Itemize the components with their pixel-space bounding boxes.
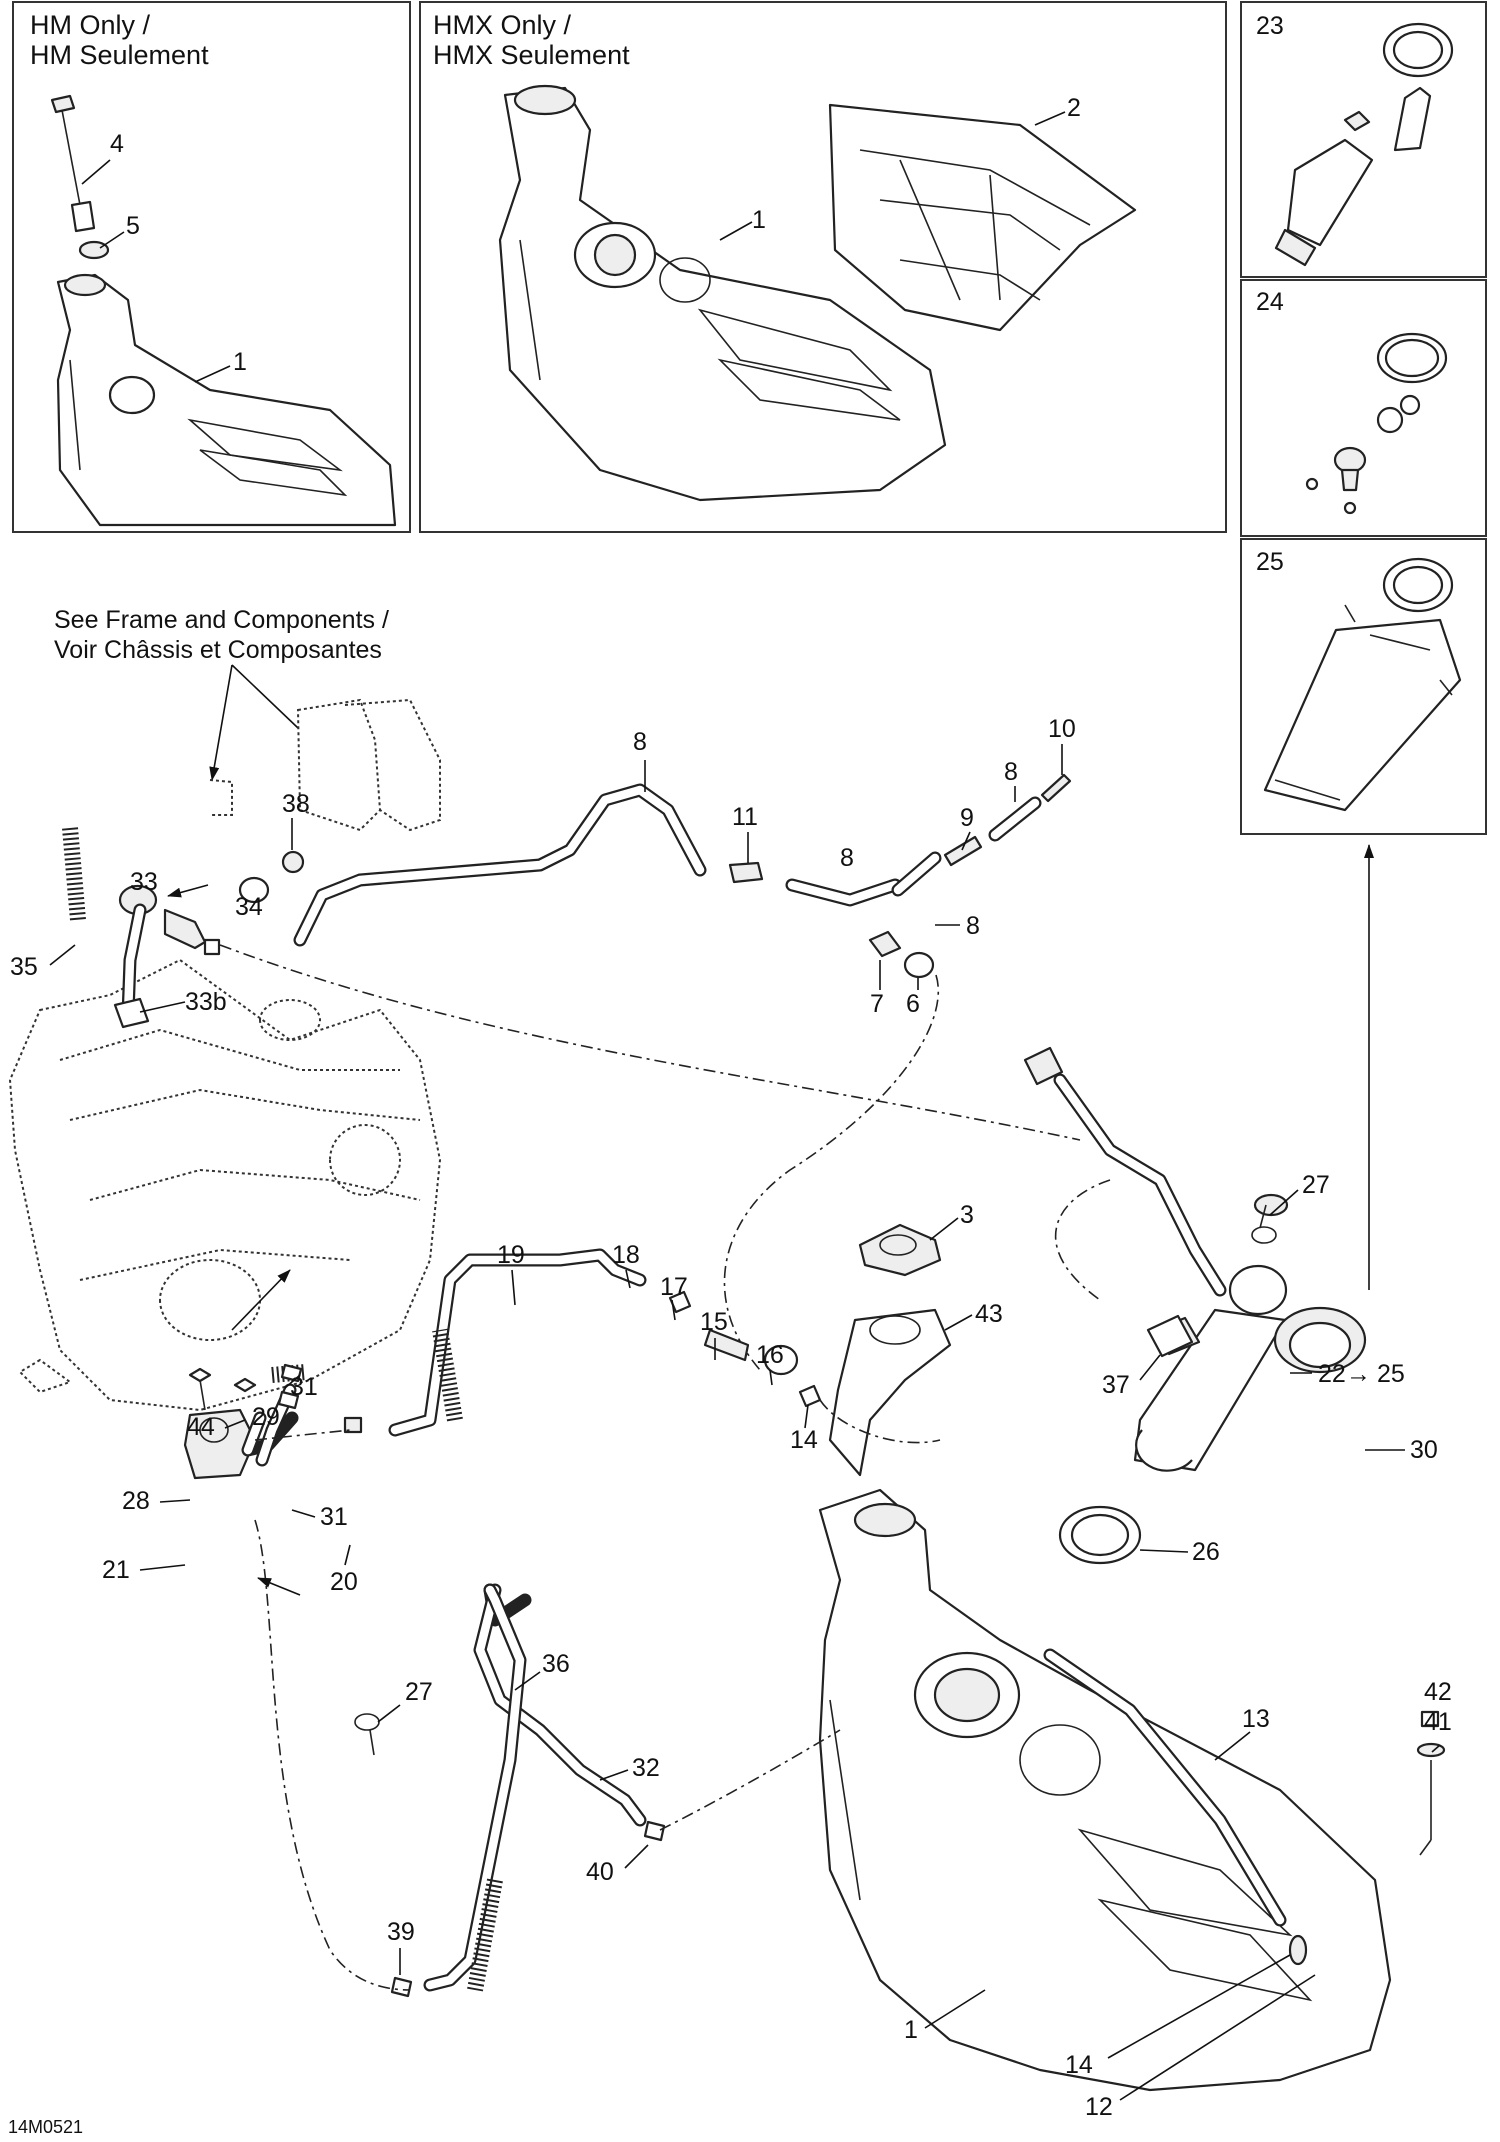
fuel-tank-hm	[56, 273, 397, 527]
callout-19: 19	[497, 1241, 525, 1269]
callout-30: 30	[1410, 1436, 1438, 1464]
panel-kit-24: 24	[1240, 279, 1487, 537]
callout-8-lower: 8	[966, 912, 980, 940]
callout-5: 5	[126, 212, 140, 240]
callout-14-lower: 14	[1065, 2051, 1093, 2079]
fuel-supply-hoses	[183, 1204, 1277, 1998]
kit-25-label: 25	[1256, 548, 1284, 576]
callout-6: 6	[906, 990, 920, 1018]
callout-22-target: 25	[1377, 1360, 1405, 1388]
callout-21: 21	[102, 1556, 130, 1584]
callout-26: 26	[1192, 1538, 1220, 1566]
hm-title-line2: HM Seulement	[30, 40, 209, 70]
callout-22: 22	[1318, 1360, 1346, 1388]
fuel-tank-main	[818, 1488, 1392, 2092]
callout-42: 42	[1424, 1678, 1452, 1706]
callout-35: 35	[10, 953, 38, 981]
hmx-title-line1: HMX Only /	[433, 10, 572, 40]
kit-24-label: 24	[1256, 288, 1284, 316]
callout-37: 37	[1102, 1371, 1130, 1399]
callout-39: 39	[387, 1918, 415, 1946]
panel-hmx-only: HMX Only / HMX Seulement 2 1	[419, 1, 1227, 533]
callout-8-right: 8	[1004, 758, 1018, 786]
callout-3: 3	[960, 1201, 974, 1229]
callout-1-main: 1	[904, 2016, 918, 2044]
frame-bracket	[209, 698, 441, 832]
nut-42	[1420, 1710, 1440, 1728]
vent-hose-assembly	[62, 773, 1072, 1029]
callout-38: 38	[282, 790, 310, 818]
callout-44: 44	[187, 1413, 215, 1441]
callout-29: 29	[252, 1403, 280, 1431]
fuel-gauge-dipstick	[50, 94, 96, 233]
callout-2: 2	[1067, 94, 1081, 122]
tank-protector	[828, 103, 1137, 332]
note-frame-line1: See Frame and Components /	[54, 606, 389, 634]
callout-31-lower: 31	[320, 1503, 348, 1531]
callout-7: 7	[870, 990, 884, 1018]
callout-22-arrow: →	[1346, 1360, 1371, 1388]
panel-hm-only: HM Only / HM Seulement 4 5 1	[12, 1, 411, 533]
callout-27-lower: 27	[405, 1678, 433, 1706]
panel-kit-25: 25	[1240, 538, 1487, 835]
callout-32: 32	[632, 1754, 660, 1782]
callout-20: 20	[330, 1568, 358, 1596]
dipstick-grommet	[78, 240, 110, 260]
callout-17: 17	[660, 1273, 688, 1301]
callout-8-mid: 8	[840, 844, 854, 872]
callout-33b: 33b	[185, 988, 227, 1016]
callout-40: 40	[586, 1858, 614, 1886]
callout-43: 43	[975, 1300, 1003, 1328]
callout-1-hm: 1	[233, 348, 247, 376]
panel-kit-23: 23	[1240, 1, 1487, 278]
callout-1-hmx: 1	[752, 206, 766, 234]
engine-reference	[8, 958, 442, 1412]
diagram-code: 14M0521	[8, 2117, 83, 2137]
callout-labels: 38 33 34 35 33b 8 11 8 9 8 10 8 7 6 27 3…	[10, 715, 1452, 2121]
callout-11: 11	[732, 803, 758, 831]
callout-10: 10	[1048, 715, 1076, 743]
kit-23-label: 23	[1256, 12, 1284, 40]
hm-title-line1: HM Only /	[30, 10, 151, 40]
callout-28: 28	[122, 1487, 150, 1515]
note-frame-line2: Voir Châssis et Composantes	[54, 636, 382, 664]
callout-34: 34	[235, 893, 263, 921]
callout-27-top: 27	[1302, 1171, 1330, 1199]
callout-4: 4	[110, 130, 124, 158]
callout-31-top: 31	[290, 1373, 318, 1401]
callout-14-top: 14	[790, 1426, 818, 1454]
callout-9: 9	[960, 804, 974, 832]
callout-12: 12	[1085, 2093, 1113, 2121]
callout-41: 41	[1424, 1708, 1452, 1736]
fuel-tank-hmx	[498, 84, 947, 502]
callout-33: 33	[130, 868, 158, 896]
fuel-pump-module	[1023, 1046, 1367, 1565]
callout-18: 18	[612, 1241, 640, 1269]
callout-8-top: 8	[633, 728, 647, 756]
fuel-cap	[858, 1223, 942, 1277]
callout-15: 15	[700, 1308, 728, 1336]
callout-13: 13	[1242, 1705, 1270, 1733]
filler-neck-guard	[828, 1308, 952, 1477]
hmx-title-line2: HMX Seulement	[433, 40, 630, 70]
callout-36: 36	[542, 1650, 570, 1678]
callout-16: 16	[756, 1341, 784, 1369]
